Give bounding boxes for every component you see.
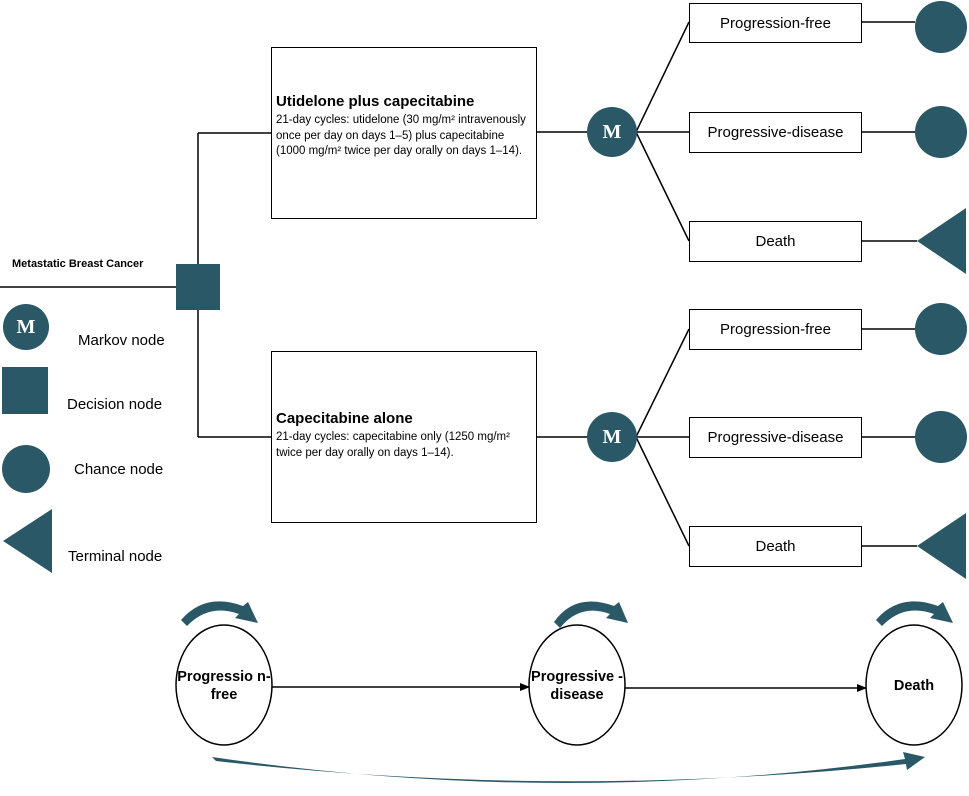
transition-pf-to-death-arrow (212, 752, 925, 784)
legend-label-markov-node: Markov node (78, 332, 165, 349)
legend-label-terminal-node: Terminal node (68, 548, 163, 565)
markov-node-1-letter: M (602, 120, 622, 143)
markov1-branch-pf (635, 21, 690, 133)
state-box-death-1: Death (689, 221, 862, 262)
self-loop-progression-free-arrow (181, 601, 258, 626)
markov-state-label-progression-free: Progressio n-free (177, 669, 271, 703)
state-box-progression-free-2: Progression-free (689, 309, 862, 350)
legend-markov-node (3, 304, 49, 350)
markov-node-1 (587, 107, 637, 157)
state-box-death-2: Death (689, 526, 862, 567)
strategy-title: Utidelone plus capecitabine (276, 93, 475, 110)
markov2-branch-pf (635, 328, 690, 438)
legend-decision-node (2, 367, 48, 414)
terminal-node-1 (917, 208, 966, 274)
state-box-progressive-disease-1: Progressive-disease (689, 112, 862, 153)
terminal-node-2 (917, 513, 966, 579)
strategy-description: 21-day cycles: capecitabine only (1250 m… (276, 431, 510, 459)
legend-chance-node (2, 445, 50, 493)
markov-node-2-letter: M (602, 425, 622, 448)
markov2-branch-death (635, 436, 690, 547)
legend-label-chance-node: Chance node (74, 461, 164, 478)
state-box-progressive-disease-2: Progressive-disease (689, 417, 862, 458)
chance-node-pd2 (915, 411, 967, 463)
chance-node-pf2 (915, 303, 967, 355)
markov-state-label-death: Death (893, 678, 935, 694)
strategy-box-utidelone-capecitabine: Utidelone plus capecitabine 21-day cycle… (271, 47, 537, 219)
markov-state-label-progressive-disease: Progressive -disease (531, 669, 623, 703)
markov-node-2 (587, 412, 637, 462)
strategy-title: Capecitabine alone (276, 410, 413, 427)
markov1-branch-death (635, 131, 690, 242)
self-loop-death-arrow (876, 601, 953, 626)
decision-node (176, 264, 220, 310)
legend-markov-letter: M (16, 315, 36, 338)
self-loop-progressive-disease-arrow (554, 601, 628, 628)
strategy-description: 21-day cycles: utidelone (30 mg/m² intra… (276, 114, 526, 157)
state-ellipse-progression-free (175, 624, 273, 746)
state-box-progression-free-1: Progression-free (689, 3, 862, 43)
root-label: Metastatic Breast Cancer (12, 258, 144, 270)
legend-terminal-node (3, 509, 52, 573)
strategy-box-capecitabine-alone: Capecitabine alone 21-day cycles: capeci… (271, 351, 537, 523)
chance-node-pf1 (915, 1, 967, 53)
chance-node-pd1 (915, 106, 967, 158)
legend-label-decision-node: Decision node (67, 396, 163, 413)
